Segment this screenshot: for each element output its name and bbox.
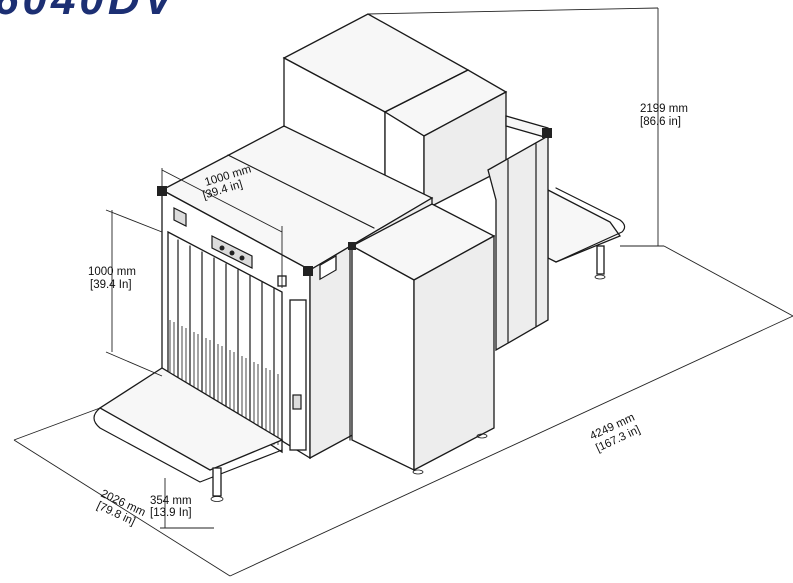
- generator-cabinet: [348, 203, 496, 475]
- front-conveyor: [93, 367, 284, 502]
- brand-logo: 6040DV: [0, 0, 177, 24]
- rear-conveyor: [547, 187, 626, 280]
- emergency-stop: [173, 207, 187, 227]
- rear-conveyor-leg: [596, 245, 605, 275]
- dimension-lines: [13, 7, 793, 577]
- service-panel: [292, 394, 302, 410]
- indicator-light: [239, 255, 245, 261]
- lead-curtains: [169, 239, 279, 445]
- overall-height-in: [86.6 in]: [640, 116, 681, 128]
- indicator-light: [219, 245, 225, 251]
- tunnel-height-mm: 1000 mm: [88, 266, 136, 278]
- indicator-light: [229, 250, 235, 256]
- top-housing: [282, 13, 508, 212]
- front-conveyor-leg: [212, 467, 222, 497]
- overall-height-mm: 2199 mm: [640, 103, 688, 115]
- conveyor-height-mm: 354 mm: [150, 495, 192, 507]
- tunnel-height-in: [39.4 In]: [90, 279, 132, 291]
- corner-bolt: [542, 128, 552, 138]
- rear-tunnel-frame: [487, 115, 552, 352]
- conveyor-height-in: [13.9 In]: [150, 507, 192, 519]
- corner-bolt: [157, 186, 167, 196]
- corner-bolt: [303, 266, 313, 276]
